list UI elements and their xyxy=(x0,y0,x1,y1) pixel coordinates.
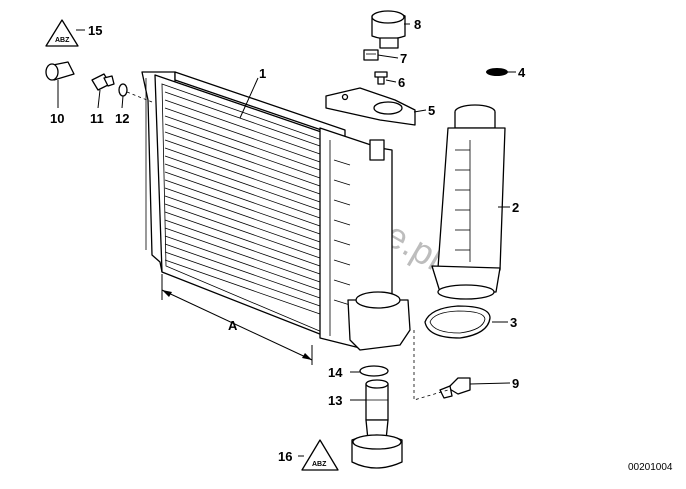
label-12: 12 xyxy=(115,111,129,126)
svg-text:ABZ: ABZ xyxy=(312,461,327,468)
expansion-tank-part xyxy=(431,104,506,300)
warning-triangle-icon: ABZ xyxy=(45,19,79,47)
label-3: 3 xyxy=(510,315,517,330)
svg-text:ABZ: ABZ xyxy=(55,37,70,44)
bolt-part xyxy=(91,73,115,91)
label-15: 15 xyxy=(88,23,102,38)
radiator-part xyxy=(141,71,411,365)
adapter-part xyxy=(365,379,389,421)
leader-lines xyxy=(57,23,516,457)
dimension-a-label: A xyxy=(228,318,238,333)
label-5: 5 xyxy=(428,103,435,118)
label-11: 11 xyxy=(90,111,104,126)
lower-o-ring-part xyxy=(359,365,389,377)
vent-plug-part xyxy=(363,49,379,61)
o-ring-part xyxy=(424,305,491,339)
seal-ring-part xyxy=(486,68,508,76)
label-6: 6 xyxy=(398,75,405,90)
label-1: 1 xyxy=(259,66,266,81)
label-9: 9 xyxy=(512,376,519,391)
bracket-part xyxy=(325,87,416,126)
drain-plug-part xyxy=(413,330,471,401)
label-16: 16 xyxy=(278,449,292,464)
label-14: 14 xyxy=(328,365,343,380)
warning-triangle-icon: ABZ xyxy=(301,439,339,471)
label-10: 10 xyxy=(50,111,64,126)
lower-housing-part xyxy=(351,419,403,469)
filler-cap-part xyxy=(371,10,406,49)
screw-part xyxy=(374,71,388,85)
label-8: 8 xyxy=(414,17,421,32)
diagram-code: 00201004 xyxy=(628,462,673,473)
label-4: 4 xyxy=(518,65,526,80)
label-13: 13 xyxy=(328,393,342,408)
temperature-sensor-part xyxy=(45,61,75,81)
label-2: 2 xyxy=(512,200,519,215)
label-7: 7 xyxy=(400,51,407,66)
